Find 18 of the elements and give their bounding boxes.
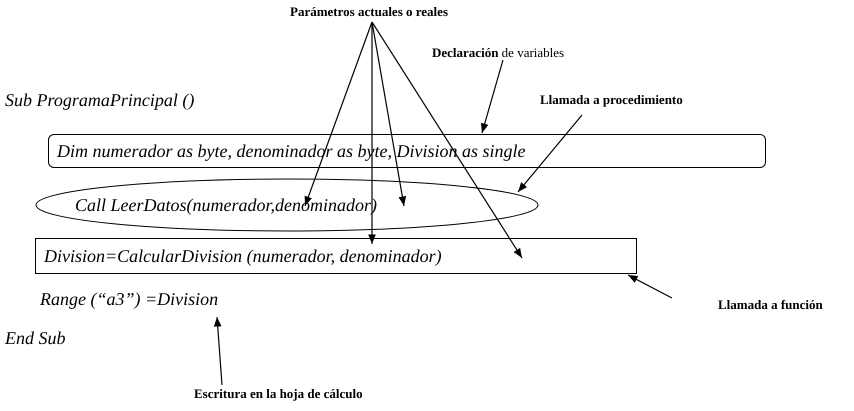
code-line: Range (“a3”) =Division bbox=[40, 289, 280, 315]
annotation-text: Llamada a función bbox=[718, 297, 848, 315]
code-line: Sub ProgramaPrincipal () bbox=[5, 90, 194, 111]
leader-arrow bbox=[368, 22, 376, 244]
annotation-text: Parámetros actuales o reales bbox=[290, 4, 470, 22]
leader-arrow bbox=[480, 60, 504, 134]
leader-arrow bbox=[628, 274, 672, 299]
leader-arrow bbox=[304, 22, 373, 206]
annotation-text: Declaración de variables bbox=[432, 45, 602, 63]
leader-arrow bbox=[214, 316, 223, 386]
code-box bbox=[35, 238, 637, 274]
leader-arrow bbox=[372, 22, 522, 258]
code-line: End Sub bbox=[5, 328, 66, 349]
code-line: Division=CalcularDivision (numerador, denominador) bbox=[44, 246, 442, 266]
annotation-text: Llamada a procedimiento bbox=[540, 92, 730, 110]
leader-arrow bbox=[371, 22, 406, 206]
leader-arrow bbox=[518, 114, 582, 192]
annotation-text: Escritura en la hoja de cálculo bbox=[194, 386, 414, 404]
